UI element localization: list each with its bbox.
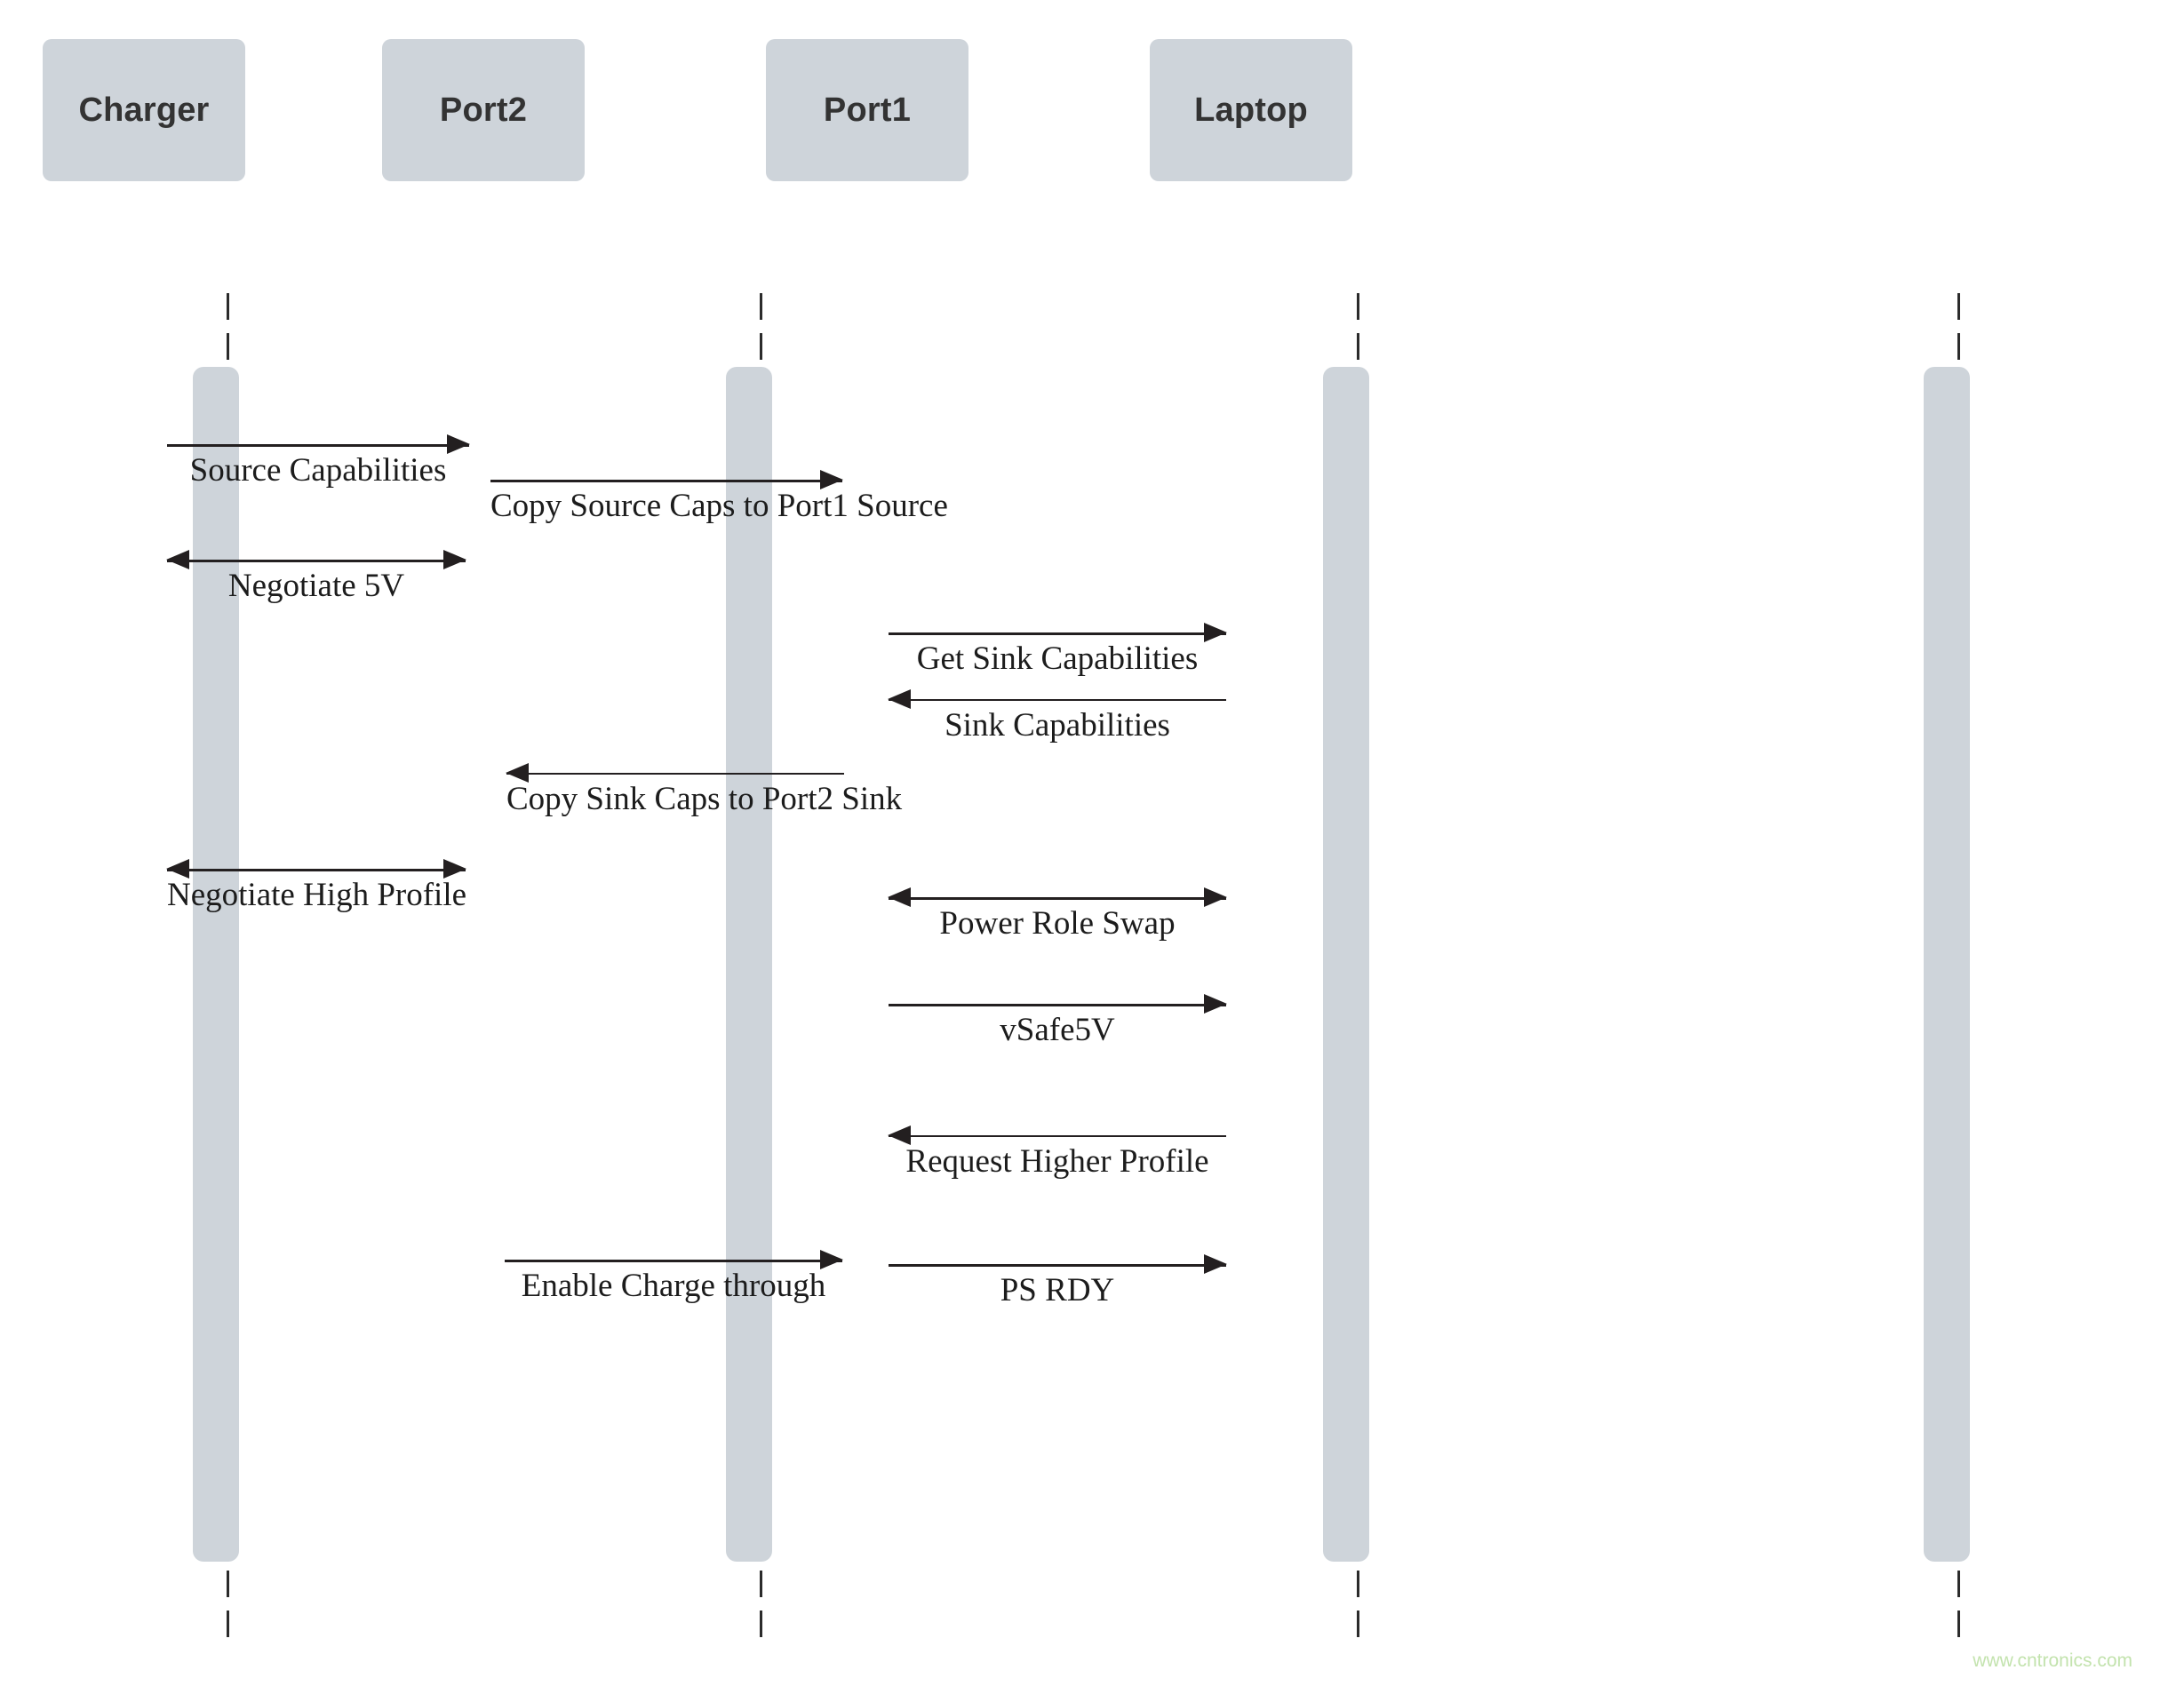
activation-bar-laptop	[1924, 367, 1970, 1562]
arrowhead-left-m3	[166, 550, 189, 569]
lifeline-dash-charger-2	[227, 1571, 229, 1597]
message-label-m11: Enable Charge through	[521, 1268, 826, 1304]
participant-head-port2[interactable]: Port2	[382, 39, 585, 181]
message-line-m4	[889, 632, 1226, 635]
message-line-m3	[167, 560, 466, 562]
message-line-m7	[167, 869, 466, 871]
lifeline-dash-charger-0	[227, 293, 229, 320]
arrowhead-right-m4	[1204, 623, 1227, 642]
message-line-m8	[889, 897, 1226, 900]
participant-label-charger: Charger	[78, 91, 210, 129]
participant-label-port2: Port2	[439, 91, 528, 129]
lifeline-dash-port1-1	[1357, 333, 1359, 360]
lifeline-dash-laptop-0	[1957, 293, 1960, 320]
message-label-m9: vSafe5V	[1000, 1012, 1115, 1048]
activation-bar-charger	[193, 367, 239, 1562]
message-label-m3: Negotiate 5V	[227, 568, 405, 604]
lifeline-dash-port2-1	[760, 333, 762, 360]
message-line-m11	[505, 1260, 842, 1262]
lifeline-dash-port1-3	[1357, 1611, 1359, 1637]
arrowhead-right-m12	[1204, 1254, 1227, 1274]
lifeline-dash-charger-1	[227, 333, 229, 360]
message-line-m9	[889, 1004, 1226, 1006]
participant-head-laptop[interactable]: Laptop	[1150, 39, 1352, 181]
arrowhead-right-m11	[820, 1250, 843, 1269]
activation-bar-port2	[726, 367, 772, 1562]
lifeline-dash-laptop-1	[1957, 333, 1960, 360]
message-line-m6	[506, 773, 844, 775]
arrowhead-right-m9	[1204, 994, 1227, 1014]
lifeline-dash-port2-2	[760, 1571, 762, 1597]
arrowhead-right-m7	[443, 859, 466, 879]
arrowhead-right-m8	[1204, 887, 1227, 907]
activation-bar-port1	[1323, 367, 1369, 1562]
message-line-m2	[490, 480, 842, 482]
arrowhead-right-m3	[443, 550, 466, 569]
message-label-m2: Copy Source Caps to Port1 Source	[490, 488, 948, 524]
message-label-m8: Power Role Swap	[939, 905, 1176, 942]
message-label-m10: Request Higher Profile	[905, 1143, 1209, 1180]
message-line-m10	[889, 1135, 1226, 1137]
message-label-m5: Sink Capabilities	[945, 707, 1170, 744]
arrowhead-left-m6	[506, 763, 529, 783]
lifeline-dash-port1-2	[1357, 1571, 1359, 1597]
participant-head-charger[interactable]: Charger	[43, 39, 245, 181]
participant-head-port1[interactable]: Port1	[766, 39, 968, 181]
lifeline-dash-laptop-2	[1957, 1571, 1960, 1597]
participant-label-laptop: Laptop	[1194, 91, 1308, 129]
message-label-m12: PS RDY	[1000, 1272, 1115, 1308]
lifeline-dash-charger-3	[227, 1611, 229, 1637]
lifeline-dash-laptop-3	[1957, 1611, 1960, 1637]
message-line-m5	[889, 699, 1226, 701]
watermark: www.cntronics.com	[1973, 1650, 2132, 1671]
message-label-m1: Source Capabilities	[189, 452, 447, 489]
message-label-m6: Copy Sink Caps to Port2 Sink	[506, 781, 903, 817]
lifeline-dash-port2-0	[760, 293, 762, 320]
arrowhead-left-m5	[888, 689, 911, 709]
message-label-m7: Negotiate High Profile	[167, 877, 467, 913]
message-line-m1	[167, 444, 469, 447]
arrowhead-left-m10	[888, 1125, 911, 1145]
participant-label-port1: Port1	[823, 91, 912, 129]
lifeline-dash-port1-0	[1357, 293, 1359, 320]
lifeline-dash-port2-3	[760, 1611, 762, 1637]
arrowhead-left-m8	[888, 887, 911, 907]
message-line-m12	[889, 1264, 1226, 1267]
message-label-m4: Get Sink Capabilities	[916, 640, 1199, 677]
arrowhead-right-m2	[820, 470, 843, 489]
arrowhead-left-m7	[166, 859, 189, 879]
arrowhead-right-m1	[447, 434, 470, 454]
